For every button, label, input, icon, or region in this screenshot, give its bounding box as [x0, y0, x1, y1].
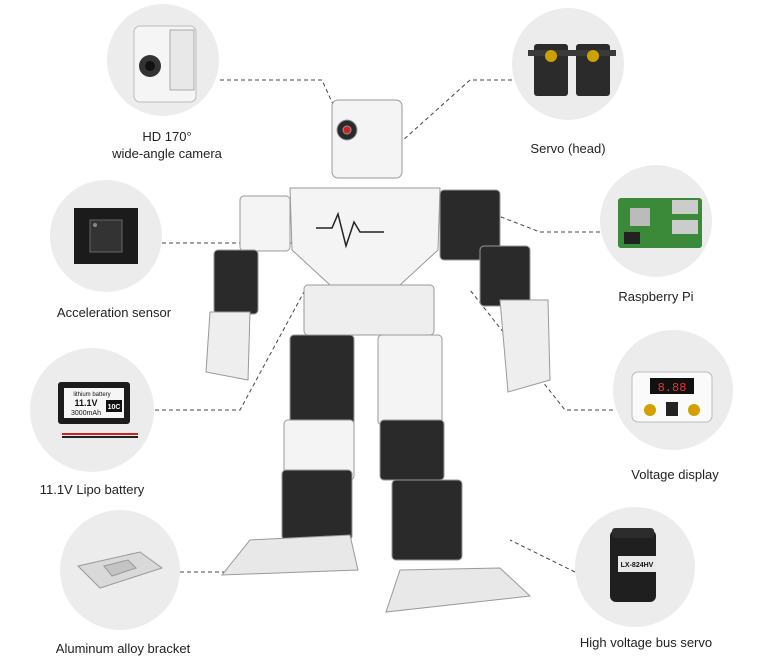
bracket-image	[77, 551, 164, 589]
leader-line-voltage-display	[469, 289, 613, 411]
bracket-label: Aluminum alloy bracket	[55, 641, 191, 656]
battery-image: lithium battery 11.1V 3000mAh 10C	[58, 382, 138, 438]
camera-label: HD 170° wide-angle camera	[92, 128, 242, 162]
camera-label-line2: wide-angle camera	[112, 146, 222, 161]
leader-line-camera	[220, 79, 341, 121]
battery-printed-badge: 10C	[108, 404, 121, 411]
acceleration-sensor-label: Acceleration sensor	[56, 305, 172, 320]
camera-label-line1: HD 170°	[142, 129, 192, 144]
voltage-display-image: 8.88	[631, 371, 713, 423]
battery-printed-line2: 11.1V	[74, 398, 97, 408]
voltage-display-label: Voltage display	[631, 467, 719, 482]
leader-line-bus-servo	[509, 539, 576, 573]
bus-servo-printed-text: LX-824HV	[621, 562, 654, 569]
raspberry-pi-image	[618, 198, 702, 248]
acceleration-sensor-image	[74, 208, 138, 264]
bus-servo-label: High voltage bus servo	[579, 635, 713, 650]
battery-printed-line3: 3000mAh	[71, 410, 101, 417]
leader-line-battery	[155, 289, 306, 411]
battery-printed-line1: lithium battery	[73, 392, 110, 398]
robot-image	[205, 99, 551, 613]
battery-label: 11.1V Lipo battery	[39, 482, 145, 497]
leader-line-raspberry-pi	[469, 204, 600, 233]
servo-head-image	[528, 44, 616, 96]
voltage-readout: 8.88	[658, 381, 687, 395]
bus-servo-image: LX-824HV	[610, 528, 656, 602]
raspberry-pi-label: Raspberry Pi	[618, 289, 694, 304]
servo-head-label: Servo (head)	[530, 141, 606, 156]
leader-line-servo-head	[391, 79, 512, 151]
camera-image	[133, 25, 197, 103]
